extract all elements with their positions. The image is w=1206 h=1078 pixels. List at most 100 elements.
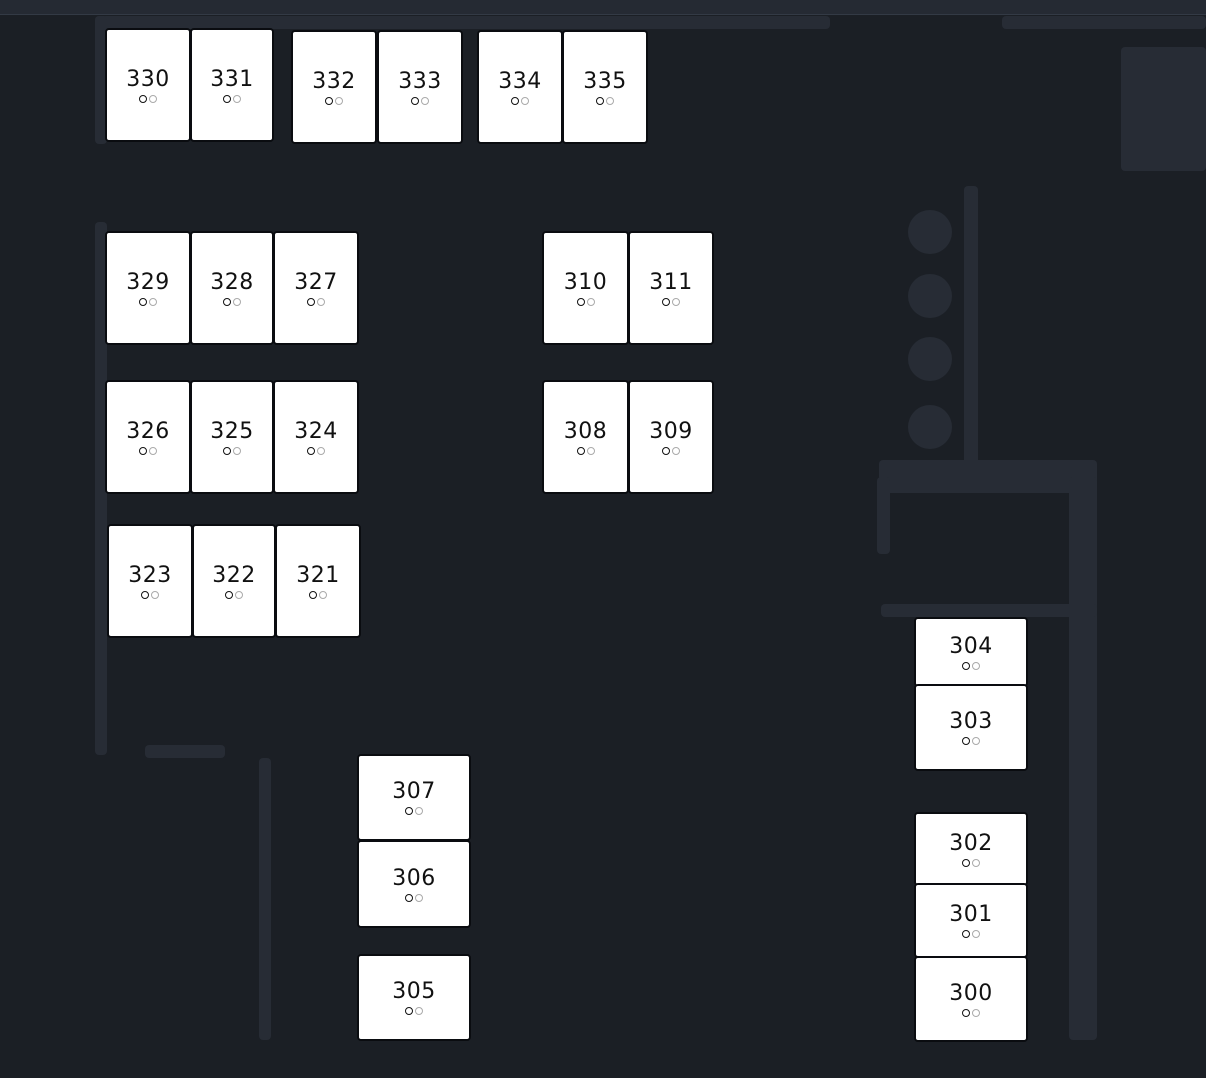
room-301[interactable]: 301 [914, 883, 1028, 958]
room-326[interactable]: 326 [105, 380, 191, 494]
room-332[interactable]: 332 [291, 30, 377, 144]
elevator-circle [908, 210, 952, 254]
occupied-status-dot [962, 661, 970, 670]
occupied-status-dot [405, 807, 413, 815]
vacant-status-dot [972, 1008, 980, 1017]
elevator-circle [908, 274, 952, 318]
occupied-status-dot [141, 590, 149, 599]
room-number: 310 [563, 269, 608, 295]
room-323[interactable]: 323 [107, 524, 193, 638]
room-302[interactable]: 302 [914, 812, 1028, 886]
occupied-status-dot [405, 893, 413, 902]
occupied-status-dot [139, 446, 147, 455]
room-333[interactable]: 333 [377, 30, 463, 144]
room-number: 331 [210, 66, 254, 92]
room-310[interactable]: 310 [542, 231, 629, 345]
room-number: 303 [949, 709, 993, 734]
occupied-status-dot [139, 297, 147, 306]
room-number: 301 [949, 902, 993, 927]
occupied-status-dot [411, 96, 419, 105]
room-number: 321 [296, 562, 340, 588]
vacant-status-dot [151, 590, 159, 599]
top-bar [0, 0, 1206, 15]
vacant-status-dot [972, 858, 980, 867]
vacant-status-dot [319, 590, 327, 599]
wall-vertical-lower [259, 758, 271, 1040]
room-300[interactable]: 300 [914, 956, 1028, 1042]
vacant-status-dot [233, 94, 241, 103]
occupied-status-dot [576, 297, 585, 306]
room-331[interactable]: 331 [190, 28, 274, 142]
room-311[interactable]: 311 [628, 231, 714, 345]
vacant-status-dot [415, 1007, 423, 1015]
room-number: 309 [649, 418, 693, 444]
utility-block [1121, 47, 1206, 171]
room-number: 308 [563, 418, 608, 444]
vacant-status-dot [149, 94, 157, 103]
vacant-status-dot [415, 807, 423, 815]
room-330[interactable]: 330 [105, 28, 191, 142]
room-324[interactable]: 324 [273, 380, 359, 494]
occupied-status-dot [962, 858, 970, 867]
occupied-status-dot [307, 297, 315, 306]
vacant-status-dot [149, 297, 157, 306]
room-327[interactable]: 327 [273, 231, 359, 345]
vacant-status-dot [233, 446, 241, 455]
wall-left-main [95, 222, 107, 755]
room-number: 327 [294, 269, 338, 295]
vacant-status-dot [415, 893, 423, 902]
room-number: 329 [126, 269, 170, 295]
room-number: 332 [312, 68, 356, 94]
occupied-status-dot [139, 94, 147, 103]
room-305[interactable]: 305 [357, 954, 471, 1041]
wall-top-right [1002, 16, 1206, 29]
room-number: 325 [210, 418, 254, 444]
room-number: 326 [126, 418, 170, 444]
wall-horizontal-right-lower [881, 604, 1097, 617]
occupied-status-dot [223, 446, 231, 455]
room-308[interactable]: 308 [542, 380, 629, 494]
room-number: 323 [128, 562, 172, 588]
occupied-status-dot [962, 930, 970, 938]
elevator-circle [908, 405, 952, 449]
occupied-status-dot [511, 96, 519, 105]
vacant-status-dot [606, 96, 614, 105]
room-334[interactable]: 334 [477, 30, 563, 144]
room-322[interactable]: 322 [192, 524, 276, 638]
vacant-status-dot [233, 297, 241, 306]
wall-horizontal-right [879, 460, 1097, 493]
room-number: 334 [498, 68, 542, 94]
vacant-status-dot [335, 96, 343, 105]
room-number: 302 [949, 830, 993, 856]
vacant-status-dot [586, 297, 595, 306]
room-328[interactable]: 328 [190, 231, 274, 345]
room-307[interactable]: 307 [357, 754, 471, 841]
room-number: 306 [392, 865, 436, 891]
room-325[interactable]: 325 [190, 380, 274, 494]
room-303[interactable]: 303 [914, 684, 1028, 771]
occupied-status-dot [662, 446, 670, 455]
occupied-status-dot [325, 96, 333, 105]
room-number: 311 [649, 269, 693, 295]
room-306[interactable]: 306 [357, 840, 471, 928]
room-309[interactable]: 309 [628, 380, 714, 494]
elevator-circle [908, 337, 952, 381]
occupied-status-dot [662, 297, 670, 306]
room-number: 328 [210, 269, 254, 295]
room-number: 330 [126, 66, 170, 92]
occupied-status-dot [962, 1008, 970, 1017]
wall-stub-right [877, 477, 890, 554]
room-304[interactable]: 304 [914, 617, 1028, 687]
wall-right-main [1069, 477, 1097, 1040]
vacant-status-dot [521, 96, 529, 105]
room-number: 307 [392, 779, 436, 804]
room-329[interactable]: 329 [105, 231, 191, 345]
room-number: 304 [949, 633, 993, 659]
vacant-status-dot [149, 446, 157, 455]
room-335[interactable]: 335 [562, 30, 648, 144]
vacant-status-dot [972, 737, 980, 745]
vacant-status-dot [972, 930, 980, 938]
vacant-status-dot [672, 297, 680, 306]
wall-left-upper [95, 16, 107, 144]
room-321[interactable]: 321 [275, 524, 361, 638]
